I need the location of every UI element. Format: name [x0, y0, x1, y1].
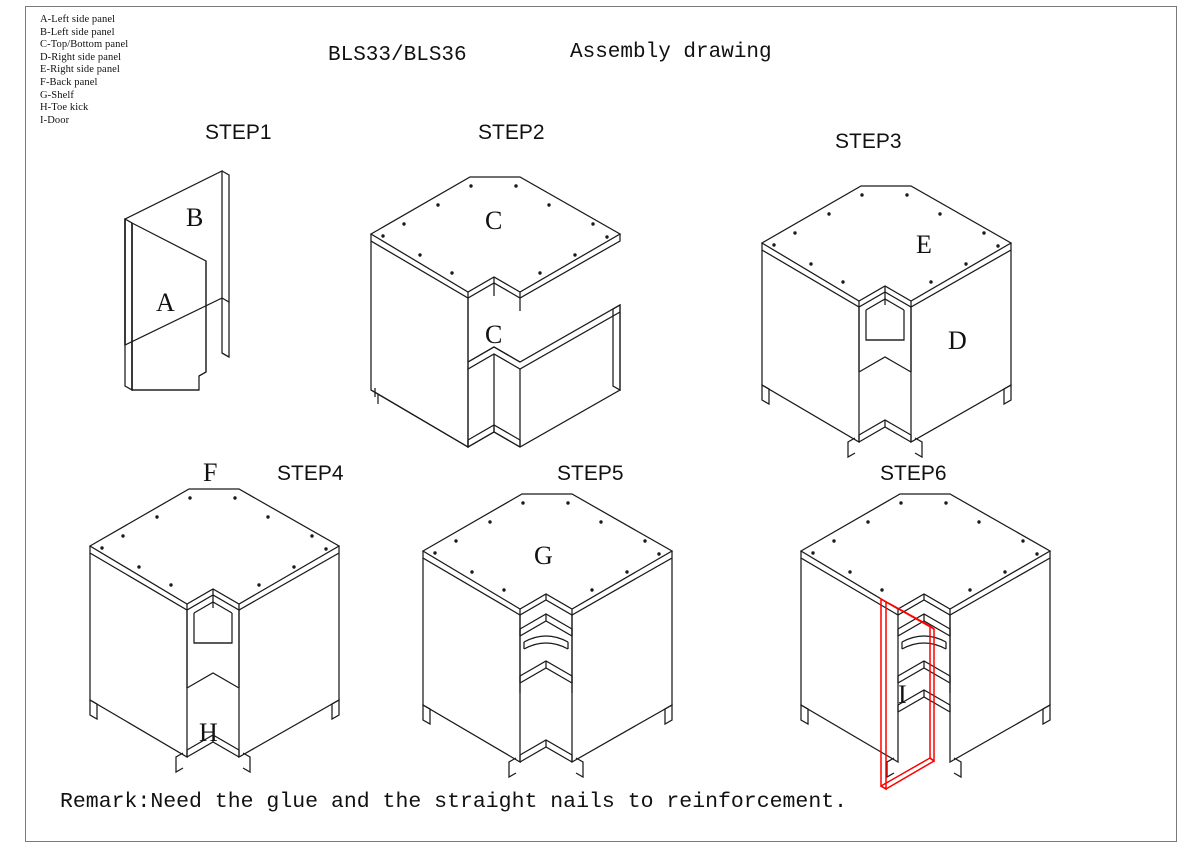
part-label-C-bottom: C [485, 320, 503, 349]
part-label-F: F [203, 458, 218, 487]
part-label-G: G [534, 541, 553, 570]
part-label-H: H [199, 718, 218, 747]
part-label-D: D [948, 326, 967, 355]
model-title: BLS33/BLS36 [328, 44, 467, 67]
step-label-step4: STEP4 [277, 462, 344, 485]
part-label-E: E [916, 230, 932, 259]
part-label-A: A [156, 288, 175, 317]
part-label-I: I [898, 680, 907, 709]
part-label-B: B [186, 203, 204, 232]
step-label-step1: STEP1 [205, 121, 272, 144]
drawing-frame-border [25, 6, 1177, 842]
part-label-C-top: C [485, 206, 503, 235]
remark-text: Remark:Need the glue and the straight na… [60, 790, 848, 814]
step-label-step6: STEP6 [880, 462, 947, 485]
step-label-step5: STEP5 [557, 462, 624, 485]
drawing-title: Assembly drawing [570, 41, 772, 64]
parts-legend: A-Left side panel B-Left side panel C-To… [40, 14, 129, 126]
step-label-step3: STEP3 [835, 130, 902, 153]
step-label-step2: STEP2 [478, 121, 545, 144]
